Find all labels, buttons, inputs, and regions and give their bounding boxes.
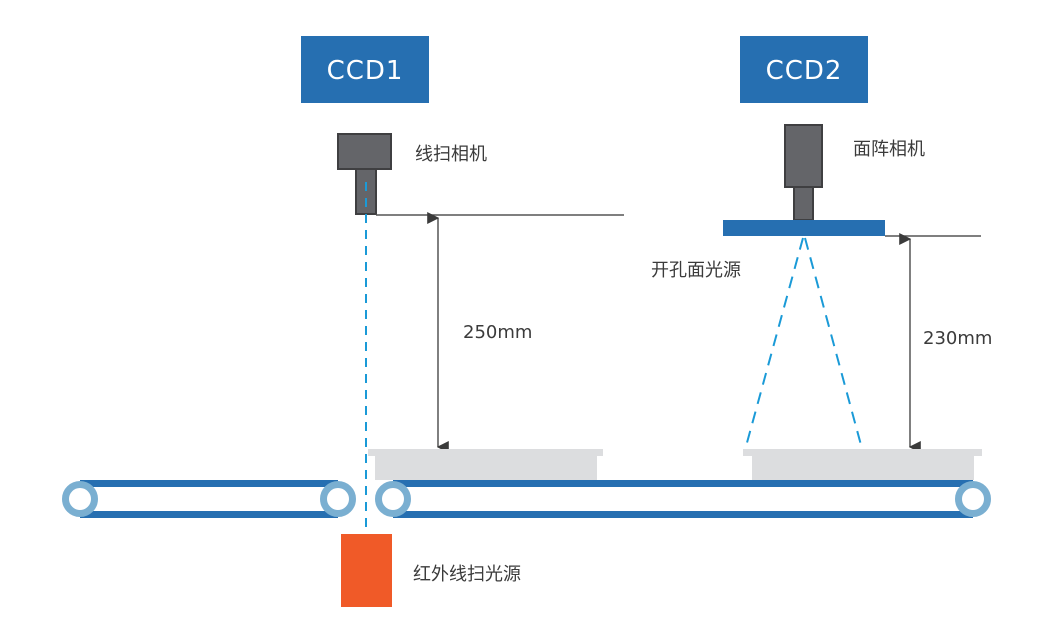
ir-line-scan-light [341,534,392,607]
ccd1-badge: CCD1 [301,36,429,103]
aperture-light-label: 开孔面光源 [651,260,741,281]
conveyor-right-roller-2 [955,481,991,517]
ccd2-badge-label: CCD2 [766,56,843,86]
line-scan-camera-body [337,133,392,170]
workpiece-2-base [752,456,974,480]
workpiece-1-lip [368,449,603,456]
ccd1-distance-label: 250mm [463,322,532,343]
line-scan-camera [337,133,392,215]
line-scan-camera-label: 线扫相机 [415,144,487,165]
ccd1-badge-label: CCD1 [327,56,404,86]
line-scan-camera-lens [355,168,377,215]
ccd2-badge: CCD2 [740,36,868,103]
conveyor-right-roller-1 [375,481,411,517]
ccd2-distance-label: 230mm [923,328,992,349]
conveyor-left-roller-2 [320,481,356,517]
area-camera-lens [793,186,814,221]
workpiece-1 [368,449,603,480]
area-camera [784,124,823,221]
area-camera-fov-right [804,237,862,446]
ccd1-badge-bg [301,36,429,103]
conveyor-left [62,480,356,518]
ir-light-label: 红外线扫光源 [413,564,521,585]
workpiece-2 [743,449,982,480]
conveyor-left-top-belt [80,480,338,487]
area-camera-fov-left [744,237,804,451]
conveyor-left-roller-1 [62,481,98,517]
conveyor-right-top-belt [393,480,973,487]
conveyor-right-bottom-belt [393,511,973,518]
workpiece-2-lip [743,449,982,456]
workpiece-1-base [375,456,597,480]
conveyor-right [375,480,991,518]
conveyor-left-bottom-belt [80,511,338,518]
area-camera-body [784,124,823,188]
aperture-area-light [723,220,885,236]
area-camera-label: 面阵相机 [853,139,925,160]
ccd2-badge-bg [740,36,868,103]
